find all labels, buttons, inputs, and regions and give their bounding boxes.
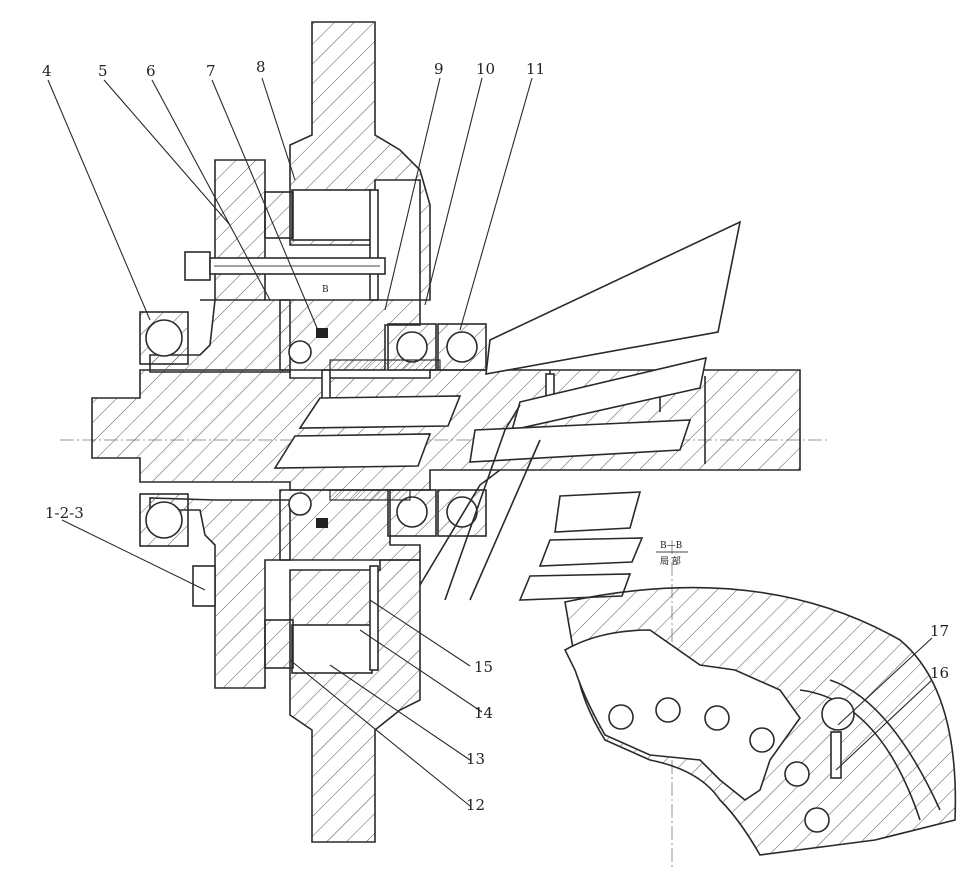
leader-lines <box>47 77 933 807</box>
inner-carrier <box>279 299 421 561</box>
callout-12: 12 <box>466 796 485 814</box>
callout-14: 14 <box>474 704 493 722</box>
callout-1-2-3: 1-2-3 <box>45 504 84 522</box>
callout-6: 6 <box>146 62 156 80</box>
section-mark-b: B <box>322 285 329 295</box>
callout-labels: 4 5 6 7 8 9 10 11 1-2-3 15 14 13 12 17 1… <box>42 58 949 814</box>
callout-15: 15 <box>474 658 493 676</box>
callout-16: 16 <box>930 664 949 682</box>
detail-view-b-b <box>563 586 957 856</box>
detail-title: B—B <box>660 541 683 551</box>
callout-17: 17 <box>930 622 949 640</box>
callout-5: 5 <box>98 62 108 80</box>
spacer-sleeve <box>316 328 441 528</box>
callout-7: 7 <box>206 62 216 80</box>
callout-9: 9 <box>434 60 444 78</box>
section-markers <box>273 220 742 601</box>
callout-13: 13 <box>466 750 485 768</box>
callout-11: 11 <box>526 60 545 78</box>
callout-4: 4 <box>42 62 52 80</box>
detail-subtitle: 局 部 <box>660 555 681 567</box>
callout-8: 8 <box>256 58 266 76</box>
callout-10: 10 <box>476 60 495 78</box>
